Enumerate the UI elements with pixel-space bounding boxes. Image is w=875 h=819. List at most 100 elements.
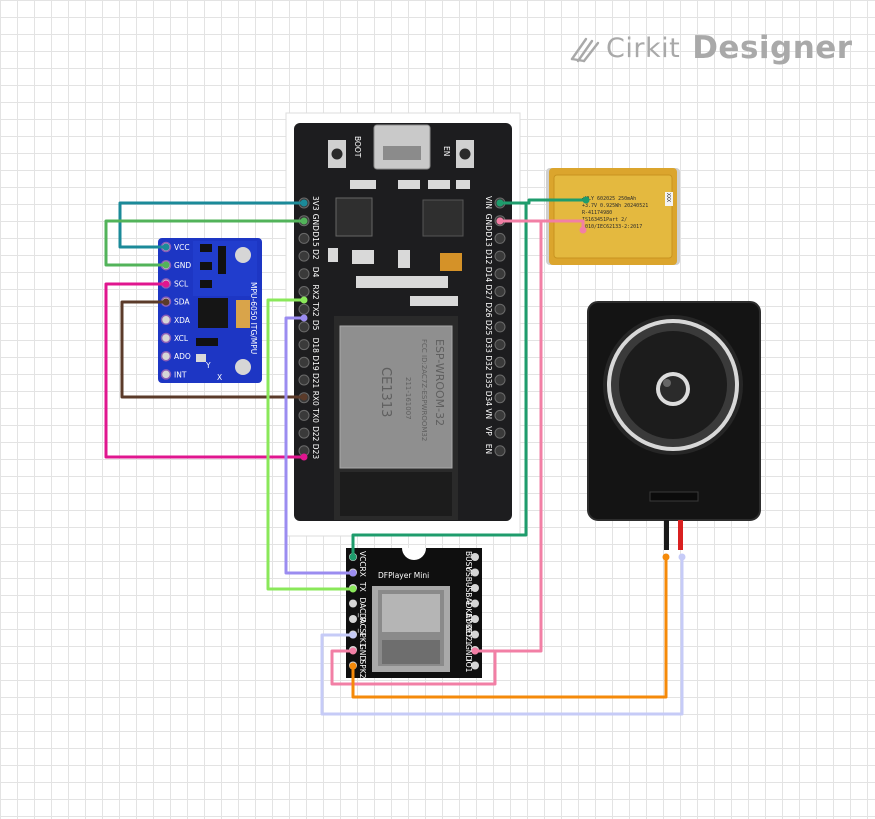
dfplayer-left-pin-label: DAC_L xyxy=(358,613,367,638)
esp32-pin-d15[interactable] xyxy=(298,232,310,244)
esp32-pin-d19[interactable] xyxy=(298,356,310,368)
esp32-pin-r-d35[interactable] xyxy=(494,374,506,386)
module-label-main: ESP-WROOM-32 xyxy=(433,339,446,426)
module-label-fcc: FCC ID:2AC7Z-ESPWROOM32 xyxy=(420,339,428,441)
wire-endpoint xyxy=(300,453,308,461)
dfplayer-pin-r-usb-[interactable] xyxy=(471,584,479,592)
esp32-pin-r-d14[interactable] xyxy=(494,268,506,280)
wire-endpoint xyxy=(678,553,686,561)
esp32-pin-r-d25[interactable] xyxy=(494,321,506,333)
mpu-axis-x: X xyxy=(217,373,222,382)
esp32-left-pin-label: D2 xyxy=(311,249,320,260)
dfplayer-pin-r-adkey-1[interactable] xyxy=(471,615,479,623)
wire-spk2-speaker[interactable] xyxy=(351,555,668,699)
dfplayer-left-pin-label: TX xyxy=(358,581,367,592)
wire-endpoint xyxy=(496,217,504,225)
esp32-pin-r-d33[interactable] xyxy=(494,339,506,351)
esp32-pin-r-d12[interactable] xyxy=(494,250,506,262)
esp32-pin-r-d27[interactable] xyxy=(494,286,506,297)
dfplayer-pin-r-adkey-2[interactable] xyxy=(471,599,479,608)
esp32-pin-d5[interactable] xyxy=(298,321,310,333)
wire-d21-sda[interactable] xyxy=(120,300,306,399)
wire-endpoint xyxy=(349,647,357,655)
wire-endpoint xyxy=(162,243,170,251)
esp32-right-pin-label: D14 xyxy=(484,267,493,283)
dfplayer-left-pin-label: GND xyxy=(358,644,367,661)
mpu-pin-label: VCC xyxy=(174,243,190,252)
esp32-left-pin-label: D4 xyxy=(311,267,320,278)
dfplayer-pin-dac-l[interactable] xyxy=(349,615,357,623)
esp32-pin-tx0[interactable] xyxy=(298,409,310,421)
dfplayer-right-pin-label: ADKEY 2 xyxy=(464,598,473,631)
esp32-pin-r-en[interactable] xyxy=(494,445,506,457)
mpu-pin-label: SCL xyxy=(174,279,189,288)
esp32-pin-tx2[interactable] xyxy=(298,303,310,315)
en-label: EN xyxy=(442,146,451,156)
wire-vin-battery[interactable] xyxy=(498,198,588,205)
esp32-left-pin-label: D21 xyxy=(311,373,320,389)
esp32-right-pin-label: D13 xyxy=(484,231,493,247)
esp32-left-pin-label: RX2 xyxy=(311,285,320,300)
esp32-pin-d2[interactable] xyxy=(298,250,310,262)
dfplayer-pin-r-io1[interactable] xyxy=(471,661,479,670)
dfplayer-left-pin-label: DAC_R xyxy=(358,598,367,623)
wire-endpoint xyxy=(496,199,504,207)
esp32-pin-d21[interactable] xyxy=(298,374,310,386)
esp32-pin-d4[interactable] xyxy=(298,268,310,280)
lipo-battery[interactable]: XXX +WLY 602025 250mAh +3.7V 0.925Wh 202… xyxy=(546,168,680,265)
module-label-ce: CE1313 xyxy=(378,367,393,417)
cirkit-logo-icon xyxy=(570,37,600,63)
wire-endpoints xyxy=(162,196,686,670)
battery-line-0: +WLY 602025 250mAh xyxy=(582,196,636,202)
wire-3v3-vcc[interactable] xyxy=(118,201,306,249)
esp32-pin-r-vn[interactable] xyxy=(494,409,506,421)
wire-spk1-speaker[interactable] xyxy=(320,555,684,716)
cirkit-designer-watermark: Cirkit Designer xyxy=(568,26,853,70)
esp32-right-pin-label: D35 xyxy=(484,373,493,389)
esp32-pin-r-vp[interactable] xyxy=(494,427,506,439)
esp32-pin-d18[interactable] xyxy=(298,339,310,351)
mpu-pin-xda[interactable] xyxy=(160,314,172,326)
mpu-pin-label: GND xyxy=(174,261,191,270)
esp32-left-pin-label: GND xyxy=(311,214,320,231)
mpu-pin-int[interactable] xyxy=(160,369,172,380)
esp32-devkit-board[interactable]: BOOT EN ESP-WROOM-32 FCC ID:2AC7Z-ESPWRO… xyxy=(285,112,521,537)
esp32-right-pin-label: D12 xyxy=(484,249,493,265)
wire-endpoint xyxy=(162,298,170,306)
wire-gnd-gnd[interactable] xyxy=(104,219,306,267)
mpu6050-module[interactable]: MPU-6050 ITG/MPU Y X VCCGNDSCLSDAXDAXCLA… xyxy=(158,238,262,383)
speaker[interactable] xyxy=(587,301,761,550)
wire-d22-scl[interactable] xyxy=(104,282,306,459)
dfplayer-mini-module[interactable]: DFPlayer Mini VCCRXTXDAC_RDAC_LSPK1GNDSP… xyxy=(346,548,482,679)
dfplayer-pin-r-usb-[interactable] xyxy=(471,568,479,577)
mpu-pin-ado[interactable] xyxy=(160,350,172,362)
wire-endpoint xyxy=(471,647,479,655)
esp32-pin-r-d13[interactable] xyxy=(494,232,506,244)
esp32-pin-r-d34[interactable] xyxy=(494,392,506,404)
wire-endpoint xyxy=(349,662,357,670)
wire-endpoint xyxy=(162,261,170,269)
esp32-left-pin-label: D19 xyxy=(311,355,320,371)
battery-line-2: R-41174980 xyxy=(582,210,612,216)
esp32-pin-r-d26[interactable] xyxy=(494,303,506,315)
esp32-pin-rx2[interactable] xyxy=(298,286,310,297)
dfplayer-right-pin-label: IO1 xyxy=(464,660,473,673)
esp32-pin-r-d32[interactable] xyxy=(494,356,506,368)
wire-tx2-rx[interactable] xyxy=(284,316,355,575)
module-label-cert: 211-161007 xyxy=(404,377,412,420)
esp32-right-pin-label: D33 xyxy=(484,338,493,354)
dfplayer-pin-dac-r[interactable] xyxy=(349,599,357,608)
mpu-pin-xcl[interactable] xyxy=(160,332,172,344)
dfplayer-pin-r-io2[interactable] xyxy=(471,630,479,639)
mpu-axis-y: Y xyxy=(205,361,211,370)
wire-endpoint xyxy=(300,296,308,304)
wire-dfplayer-gnd-loop[interactable] xyxy=(330,649,497,686)
esp32-pin-d22[interactable] xyxy=(298,427,310,439)
wire-rx2-tx[interactable] xyxy=(266,298,355,591)
dfplayer-right-pin-label: ADKEY 1 xyxy=(464,613,473,646)
wire-gnd-dfplayer[interactable] xyxy=(473,219,543,653)
esp32-right-pin-label: VIN xyxy=(484,196,493,209)
mpu-pin-label: INT xyxy=(174,370,187,379)
dfplayer-pin-r-busy[interactable] xyxy=(471,553,479,561)
